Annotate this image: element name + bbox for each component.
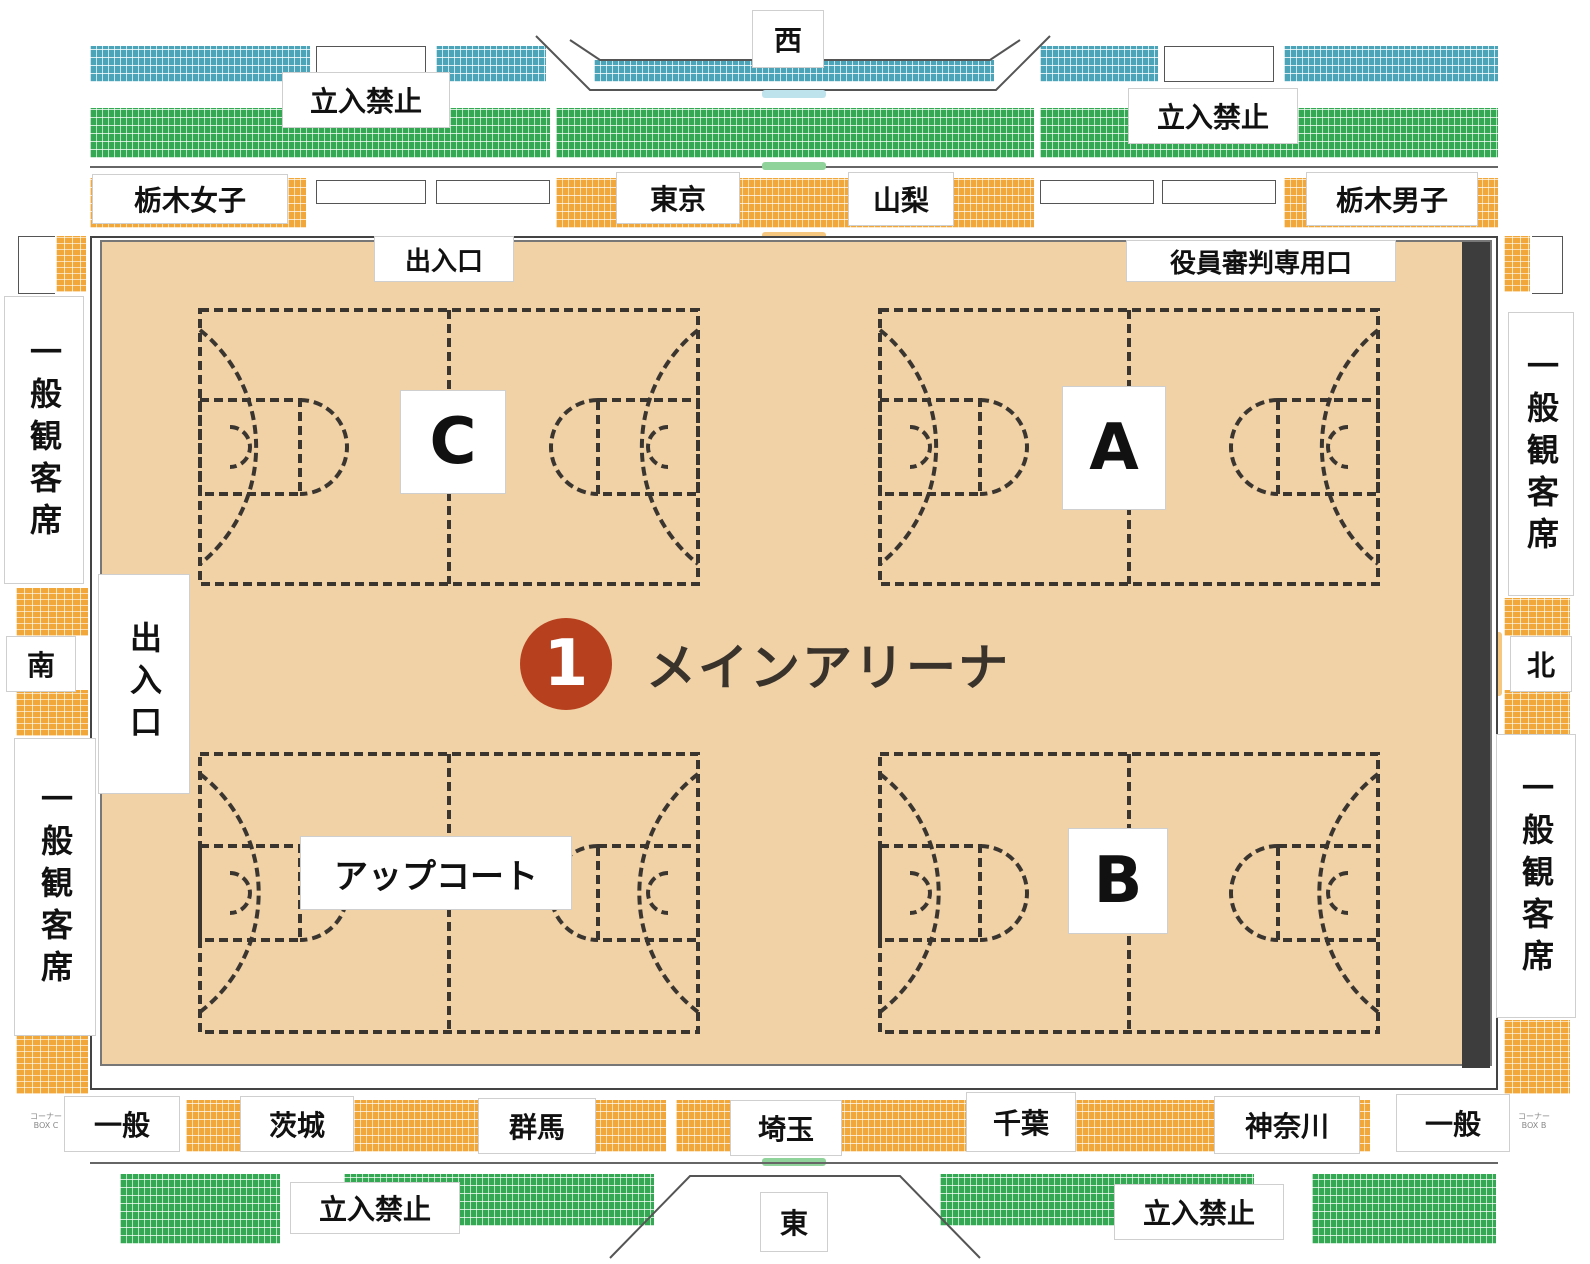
right-side-bracket <box>1532 236 1563 294</box>
west-front-void-1 <box>316 180 426 204</box>
east-divider-line <box>90 1162 1498 1164</box>
left-side-bracket <box>18 236 55 294</box>
right-aisle-marker <box>1494 632 1502 696</box>
west-void-left <box>316 46 426 74</box>
restricted-top-right: 立入禁止 <box>1128 88 1298 144</box>
team-area-kanagawa: 神奈川 <box>1214 1096 1360 1154</box>
left-side-seats-mid2 <box>16 690 88 736</box>
team-area-chiba: 千葉 <box>966 1092 1076 1152</box>
warmup-court-label: アップコート <box>300 836 572 910</box>
west-front-void-2 <box>436 180 550 204</box>
court-a-label: A <box>1062 386 1166 510</box>
restricted-bottom-left: 立入禁止 <box>290 1182 460 1234</box>
west-aisle-marker <box>762 90 826 98</box>
compass-west: 西 <box>752 10 824 68</box>
compass-north: 北 <box>1510 636 1572 692</box>
entrance-top: 出入口 <box>374 236 514 282</box>
spectator-seating-right-lower: 一般観客席 <box>1496 734 1576 1018</box>
restricted-top-left: 立入禁止 <box>282 72 450 128</box>
court-lines <box>198 242 1490 1068</box>
east-stage-outline <box>609 1175 981 1259</box>
team-area-tokyo: 東京 <box>616 172 740 224</box>
west-front-void-4 <box>1162 180 1276 204</box>
west-upper-seats-center <box>594 60 994 82</box>
team-area-gunma: 群馬 <box>478 1098 596 1154</box>
entrance-officials: 役員審判専用口 <box>1126 240 1396 282</box>
right-side-seats-bottom <box>1504 1020 1570 1094</box>
west-upper-seats-right2 <box>1284 46 1498 82</box>
team-area-saitama: 埼玉 <box>730 1100 842 1156</box>
spectator-seating-left-upper: 一般観客席 <box>4 296 84 584</box>
right-side-seats-top <box>1504 236 1530 292</box>
right-side-seats-mid2 <box>1504 690 1570 736</box>
west-lower-seats-2 <box>556 108 1034 158</box>
restricted-bottom-right: 立入禁止 <box>1114 1184 1284 1240</box>
compass-south: 南 <box>6 636 76 692</box>
left-side-seats-top <box>56 236 86 292</box>
west-upper-seats-left2 <box>436 46 546 82</box>
right-side-seats-mid <box>1504 598 1570 636</box>
left-side-seats-bottom <box>16 1036 88 1094</box>
east-back-seats-1 <box>120 1174 280 1244</box>
court-b-label: B <box>1068 828 1168 934</box>
corner-box-right: コーナー BOX B <box>1518 1112 1550 1130</box>
west-aisle-marker-2 <box>762 162 826 170</box>
corner-box-left: コーナー BOX C <box>30 1112 62 1130</box>
spectator-seating-left-lower: 一般観客席 <box>14 738 96 1036</box>
team-area-tochigi-men: 栃木男子 <box>1306 172 1478 226</box>
west-upper-seats-left <box>90 46 310 82</box>
compass-east: 東 <box>760 1192 828 1252</box>
west-upper-seats-right <box>1040 46 1158 82</box>
arena-number-badge: 1 <box>520 618 612 710</box>
court-c-label: C <box>400 390 506 494</box>
arena-title: 1 メインアリーナ <box>520 618 1010 710</box>
team-area-ibaraki: 茨城 <box>240 1096 354 1152</box>
team-area-general-left: 一般 <box>64 1096 180 1152</box>
east-back-seats-4 <box>1312 1174 1496 1244</box>
spectator-seating-right-upper: 一般観客席 <box>1508 312 1574 596</box>
west-void-right <box>1164 46 1274 82</box>
arena-name: メインアリーナ <box>646 639 1010 697</box>
arena-floor <box>100 240 1492 1068</box>
team-area-yamanashi: 山梨 <box>848 172 954 226</box>
team-area-general-right: 一般 <box>1396 1094 1510 1152</box>
team-area-tochigi-women: 栃木女子 <box>92 174 288 224</box>
entrance-side: 出入口 <box>98 574 190 794</box>
west-front-void-3 <box>1040 180 1154 204</box>
left-side-seats-mid <box>16 588 88 636</box>
